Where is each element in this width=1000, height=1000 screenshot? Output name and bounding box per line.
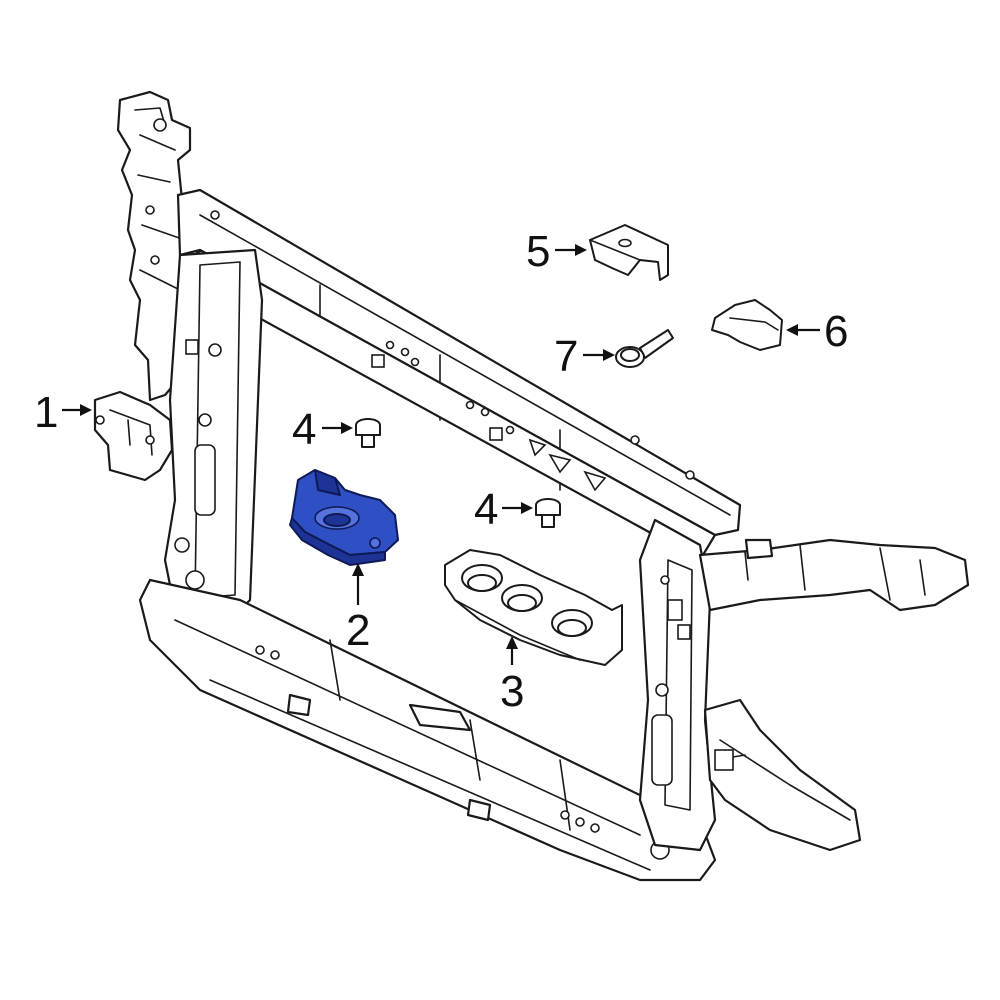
part-2-highlighted-bracket — [289, 469, 399, 566]
callout-arrows — [62, 244, 820, 665]
lower-tie-bar — [138, 578, 717, 882]
part-7-bolt — [615, 329, 674, 368]
right-headlamp-arm — [698, 538, 970, 612]
callout-6: 6 — [824, 307, 848, 356]
callout-1: 1 — [34, 388, 58, 437]
part-4-bolt-lower — [535, 498, 561, 528]
radiator-support-frame — [93, 90, 970, 882]
callout-5: 5 — [526, 227, 550, 276]
callout-labels: 1 2 3 4 4 5 6 7 — [34, 227, 848, 716]
left-side-member — [163, 248, 264, 622]
callout-7: 7 — [554, 332, 578, 381]
callout-4-upper: 4 — [292, 405, 316, 454]
callout-3: 3 — [500, 667, 524, 716]
right-lower-arm — [703, 698, 862, 852]
part-5-bracket — [589, 224, 669, 281]
callout-4-lower: 4 — [474, 485, 498, 534]
part-4-bolt-upper — [355, 418, 381, 448]
part-6-bracket — [711, 299, 783, 351]
callout-2: 2 — [346, 606, 370, 655]
left-mount-bracket — [93, 390, 174, 482]
part-3-ring-bracket — [444, 549, 623, 666]
